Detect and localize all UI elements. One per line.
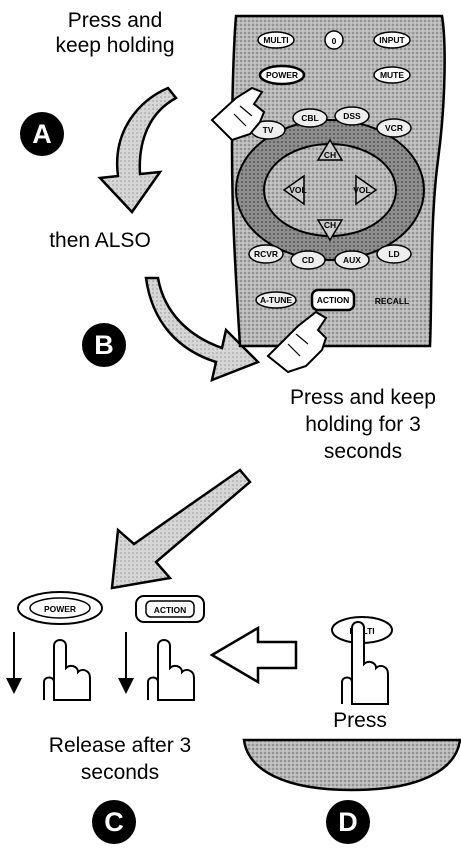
down-arrow-action-icon: [118, 632, 134, 694]
remote-bottom-edge: [242, 738, 461, 792]
hand-pointer-action-icon: [266, 310, 328, 374]
hand-release-action-icon: [147, 639, 195, 701]
remote-power-button[interactable]: POWER: [258, 64, 306, 86]
svg-text:POWER: POWER: [266, 70, 298, 80]
remote-vcr-button[interactable]: VCR: [376, 118, 412, 138]
hand-release-power-icon: [43, 639, 91, 701]
remote-vol-right-button[interactable]: VOL: [353, 174, 378, 206]
remote-rcvr-button[interactable]: RCVR: [248, 244, 284, 264]
remote-cbl-button[interactable]: CBL: [292, 108, 328, 128]
remote-multi-button[interactable]: MULTI: [257, 31, 295, 49]
remote-vol-left-button[interactable]: VOL: [282, 174, 307, 206]
remote-control: MULTI 0 INPUT POWER MUTE TV CBL: [230, 14, 446, 348]
step-d-badge: D: [326, 800, 370, 844]
svg-text:INPUT: INPUT: [379, 35, 405, 45]
release-power-button: POWER: [17, 591, 103, 625]
svg-text:CH: CH: [324, 150, 336, 160]
remote-aux-button[interactable]: AUX: [334, 250, 370, 270]
down-arrow-power-icon: [6, 632, 22, 694]
svg-text:DSS: DSS: [343, 111, 361, 121]
svg-text:POWER: POWER: [44, 604, 76, 614]
step-c-badge: C: [92, 800, 136, 844]
step-b-badge: B: [82, 323, 126, 367]
curved-arrow-b-icon: [144, 276, 261, 383]
step-a-label-line1: Press and: [67, 9, 163, 32]
svg-text:MUTE: MUTE: [380, 70, 404, 80]
remote-mute-button[interactable]: MUTE: [373, 66, 411, 84]
svg-text:ACTION: ACTION: [154, 605, 187, 615]
svg-text:MULTI: MULTI: [263, 35, 288, 45]
then-also-label: then ALSO: [49, 229, 151, 252]
svg-text:A-TUNE: A-TUNE: [260, 295, 292, 305]
remote-ch-down-button[interactable]: CH: [316, 219, 344, 242]
step-c-label-line1: Release after 3: [48, 734, 192, 757]
svg-text:0: 0: [332, 36, 337, 46]
svg-text:LD: LD: [388, 249, 399, 259]
remote-ch-up-button[interactable]: CH: [316, 138, 344, 161]
step-b-label-line3: seconds: [323, 440, 403, 463]
hand-pointer-power-icon: [210, 86, 266, 142]
hand-press-multi-icon: [341, 621, 389, 705]
remote-dss-button[interactable]: DSS: [334, 106, 370, 126]
remote-action-button[interactable]: ACTION: [310, 288, 356, 312]
remote-recall-button[interactable]: RECALL: [375, 296, 409, 306]
remote-ld-button[interactable]: LD: [376, 244, 412, 264]
svg-text:CH: CH: [324, 220, 336, 230]
svg-text:RCVR: RCVR: [254, 249, 278, 259]
step-c-label-line2: seconds: [80, 761, 160, 784]
diagonal-arrow-icon: [110, 468, 252, 590]
svg-text:VCR: VCR: [385, 123, 403, 133]
svg-text:VOL: VOL: [289, 185, 306, 195]
svg-text:CD: CD: [302, 255, 314, 265]
remote-input-button[interactable]: INPUT: [373, 31, 411, 49]
step-d-label: Press: [333, 709, 387, 732]
svg-text:RECALL: RECALL: [375, 296, 409, 306]
svg-text:VOL: VOL: [353, 185, 370, 195]
remote-tv-button[interactable]: TV: [250, 120, 286, 140]
remote-zero-button[interactable]: 0: [324, 30, 344, 50]
svg-text:AUX: AUX: [343, 255, 361, 265]
svg-text:CBL: CBL: [301, 113, 318, 123]
svg-text:TV: TV: [263, 125, 274, 135]
step-b-label-line2: holding for 3: [305, 413, 421, 436]
release-action-button: ACTION: [135, 595, 205, 623]
remote-a-tune-button[interactable]: A-TUNE: [255, 291, 297, 309]
remote-cd-button[interactable]: CD: [290, 250, 326, 270]
svg-text:ACTION: ACTION: [317, 295, 350, 305]
step-b-label-line1: Press and keep: [290, 386, 436, 409]
step-a-badge: A: [20, 112, 64, 156]
curved-arrow-a-icon: [97, 86, 178, 214]
step-a-label-line2: keep holding: [55, 34, 175, 57]
right-arrow-icon: [209, 625, 298, 685]
